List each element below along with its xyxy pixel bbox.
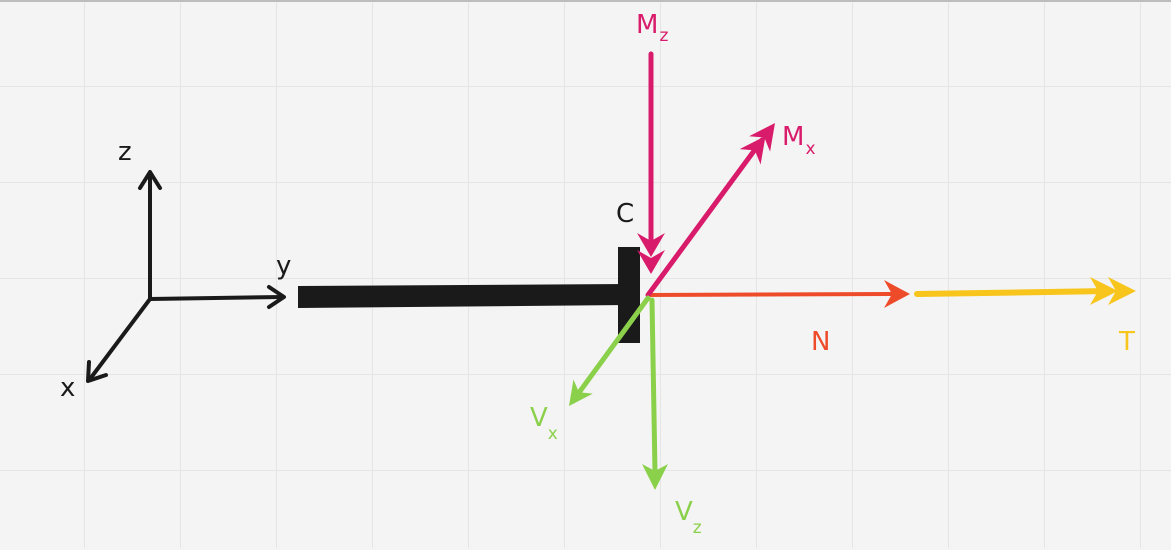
normal-force-label: N: [811, 327, 830, 357]
section-label: C: [616, 199, 634, 229]
coordinate-axes: [86, 170, 286, 383]
y-axis-label: y: [276, 251, 291, 281]
moment-x-arrowheads: [739, 123, 775, 165]
moment-z-label: Mz: [636, 10, 668, 46]
z-axis-label: z: [118, 137, 132, 167]
shear-x-label-main: V: [530, 403, 548, 433]
shear-x-label: Vx: [530, 403, 558, 444]
torque-arrowhead-outer: [1108, 277, 1136, 305]
x-axis-label: x: [60, 373, 75, 403]
moment-x-line: [645, 137, 765, 298]
shear-x-arrow: [569, 295, 651, 406]
torque-line: [914, 288, 1113, 297]
moment-x-arrowhead-outer: [749, 123, 775, 152]
shear-z-arrowhead: [642, 464, 668, 490]
z-axis-arrowhead: [138, 170, 162, 190]
shear-z-arrow: [642, 297, 668, 490]
torque-label: T: [1118, 327, 1135, 357]
normal-force-arrowhead: [884, 280, 910, 308]
moment-x-label-main: M: [782, 122, 804, 152]
y-axis-arrowhead: [267, 285, 286, 309]
moment-x-arrowhead-inner: [739, 135, 766, 165]
normal-force-line: [646, 292, 894, 297]
shear-x-arrowhead-group: [569, 379, 593, 406]
shear-x-arrowhead: [569, 379, 593, 406]
moment-z-label-main: M: [636, 10, 658, 40]
moment-z-label-sub: z: [659, 26, 668, 46]
beam-body: [298, 284, 628, 308]
shear-x-line: [575, 295, 651, 397]
normal-force-arrow: [646, 280, 910, 308]
section-cut-plate: [618, 247, 640, 343]
moment-z-arrowhead-lower: [637, 250, 665, 274]
moment-z-arrow: [637, 51, 665, 274]
shear-z-label-sub: z: [693, 518, 702, 538]
torque-arrow: [914, 277, 1136, 305]
x-axis-line: [88, 297, 152, 381]
torque-arrowhead-inner: [1090, 277, 1118, 305]
x-axis-arrowhead: [86, 360, 108, 383]
moment-z-arrowhead-upper: [637, 233, 665, 257]
shear-z-label: Vz: [675, 497, 702, 538]
moment-x-arrow: [645, 123, 775, 298]
y-axis-line: [148, 295, 284, 301]
shear-z-line: [649, 297, 658, 475]
shear-x-label-sub: x: [548, 424, 558, 444]
moment-x-label: Mx: [782, 122, 816, 159]
moment-x-label-sub: x: [805, 139, 815, 159]
shear-z-label-main: V: [675, 497, 693, 527]
